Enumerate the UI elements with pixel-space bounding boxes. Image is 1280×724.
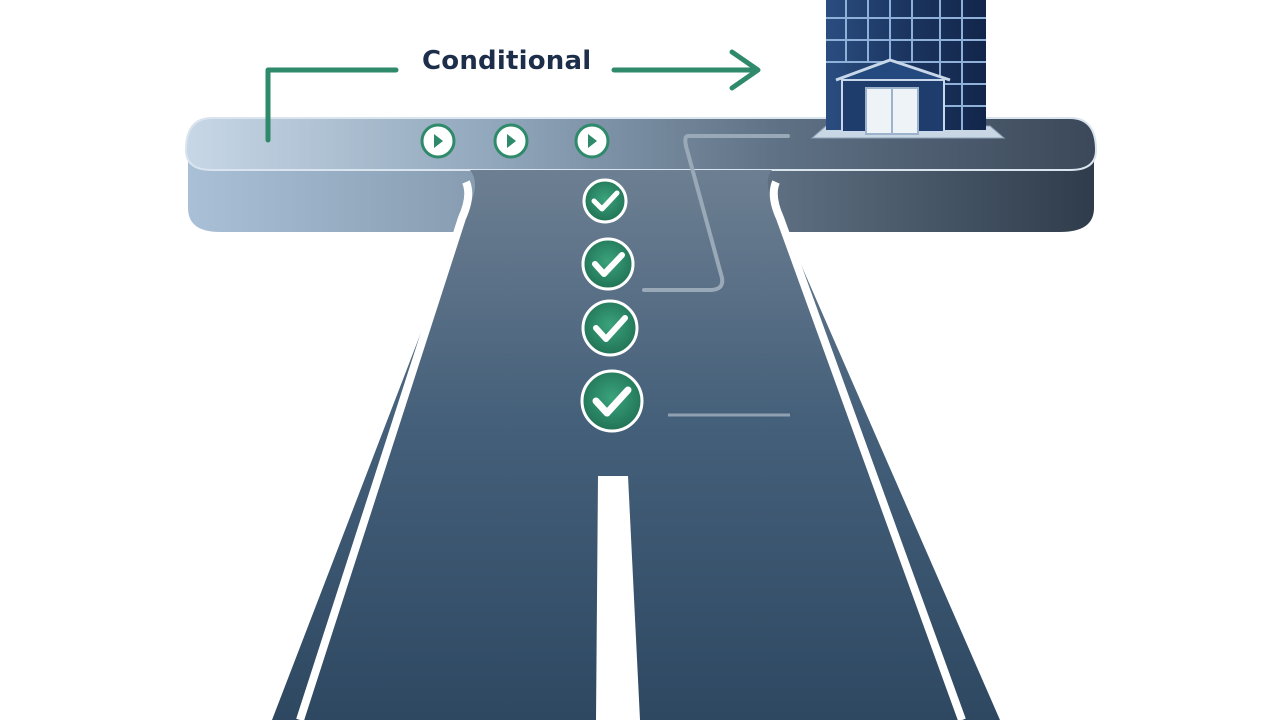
checkmark-circle-icon <box>592 252 625 277</box>
progress-marker-3 <box>574 123 610 159</box>
road <box>272 134 1000 722</box>
lane-path-marker <box>642 134 790 292</box>
checkpoint-1 <box>582 178 628 224</box>
arrow-right-circle-icon <box>507 134 516 148</box>
bracket-line <box>265 67 399 143</box>
progress-markers <box>420 123 610 159</box>
checkmark-circle-icon <box>591 190 620 212</box>
checkpoint-2 <box>581 237 635 291</box>
road-edge-right <box>769 180 966 722</box>
arrow-right-circle-icon <box>434 134 443 148</box>
road-center-line <box>596 476 640 720</box>
checkmark-circle-icon <box>593 315 628 342</box>
arrow-head <box>729 49 761 91</box>
progress-marker-2 <box>493 123 529 159</box>
checkmark-circle-icon <box>592 386 632 417</box>
checkpoints <box>580 178 644 433</box>
road-surface <box>272 170 1000 720</box>
arrow-right-circle-icon <box>588 134 597 148</box>
checkpoint-3 <box>581 299 639 357</box>
office-building-icon <box>810 0 1006 139</box>
checkpoint-4 <box>580 369 644 433</box>
diagram-caption: Conditional <box>422 46 592 76</box>
building-house-roof <box>835 58 951 82</box>
road-edge-left <box>296 180 473 722</box>
direction-arrow-icon <box>265 49 761 143</box>
progress-marker-1 <box>420 123 456 159</box>
building-windows <box>826 0 986 130</box>
